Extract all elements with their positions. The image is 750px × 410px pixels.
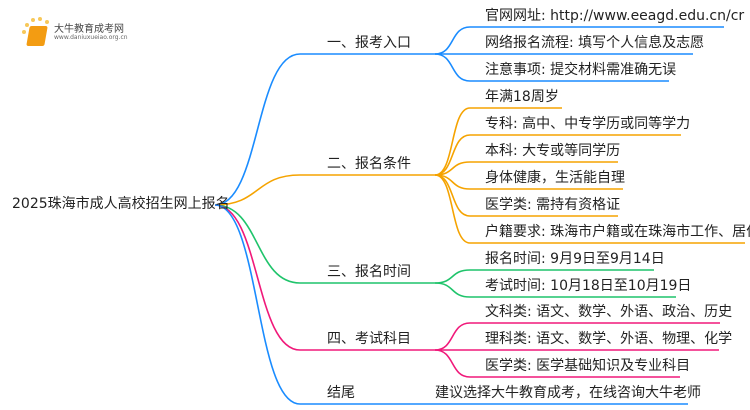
child-node: 网络报名流程: 填写个人信息及志愿 [485, 35, 705, 51]
logo-name: 大牛教育成考网 [54, 24, 124, 35]
child-node: 文科类: 语文、数学、外语、政治、历史 [485, 304, 733, 320]
child-node: 注意事项: 提交材料需准确无误 [485, 62, 677, 78]
child-node: 理科类: 语文、数学、外语、物理、化学 [485, 331, 733, 347]
logo-url: www.daniuxueiao.org.cn [54, 34, 128, 41]
root-node: 2025珠海市成人高校招生网上报名 [12, 196, 230, 212]
child-node: 户籍要求: 珠海市户籍或在珠海市工作、居住 [485, 224, 750, 240]
child-node: 年满18周岁 [485, 89, 559, 105]
branch-ending: 结尾 [327, 385, 355, 401]
child-node: 报名时间: 9月9日至9月14日 [485, 251, 665, 267]
child-node: 建议选择大牛教育成考，在线咨询大牛老师 [435, 385, 701, 401]
branch-entry: 一、报考入口 [327, 35, 411, 51]
child-node: 医学类: 需持有资格证 [485, 197, 621, 213]
logo: 大牛教育成考网 www.daniuxueiao.org.cn [18, 16, 138, 46]
branch-subjects: 四、考试科目 [327, 331, 411, 347]
child-node: 身体健康，生活能自理 [485, 170, 625, 186]
branch-time: 三、报名时间 [327, 264, 411, 280]
child-node: 官网网址: http://www.eeagd.edu.cn/cr [485, 8, 745, 24]
child-node: 医学类: 医学基础知识及专业科目 [485, 358, 691, 374]
child-node: 本科: 大专或等同学历 [485, 143, 621, 159]
child-node: 专科: 高中、中专学历或同等学力 [485, 116, 691, 132]
branch-conditions: 二、报名条件 [327, 156, 411, 172]
child-node: 考试时间: 10月18日至10月19日 [485, 278, 692, 294]
